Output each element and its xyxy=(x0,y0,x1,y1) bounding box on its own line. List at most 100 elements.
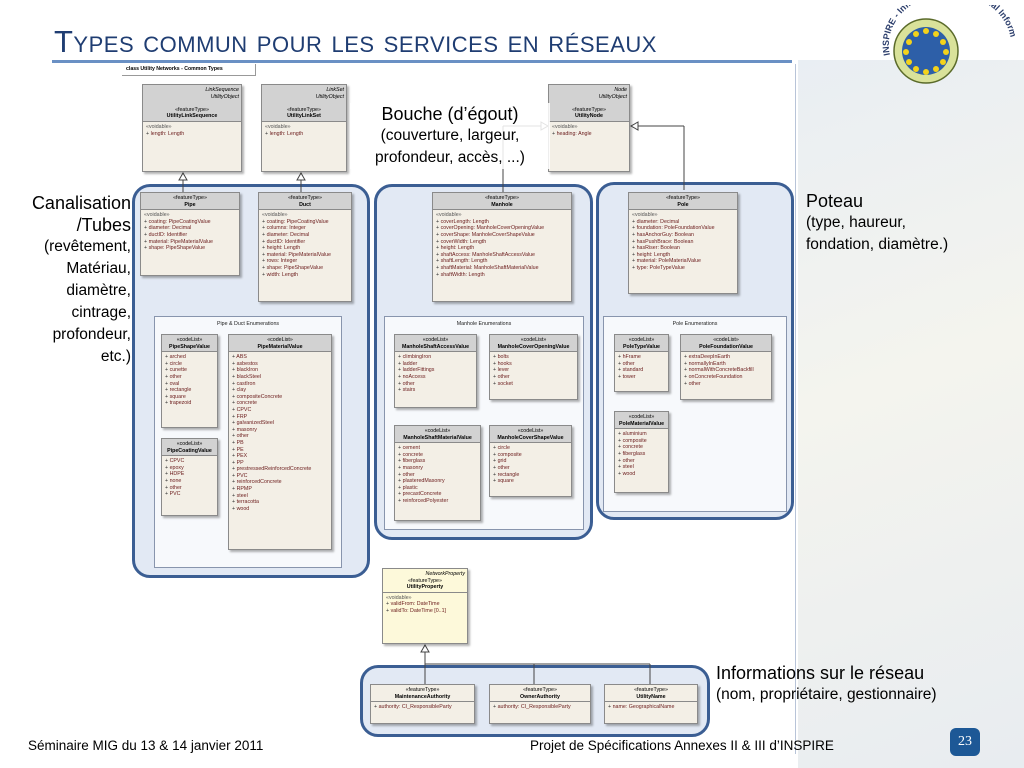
diagram-frame-tag: class Utility Networks - Common Types xyxy=(122,64,256,76)
manhole-enum-title: Manhole Enumerations xyxy=(456,321,512,327)
codelist-manhole-cover-shape[interactable]: «codeList»ManholeCoverShapeValue circlec… xyxy=(489,425,572,497)
label-line: etc.) xyxy=(100,348,131,365)
literal: CPVC xyxy=(165,458,215,465)
literal: other xyxy=(684,381,769,388)
literal: extraDeepInEarth xyxy=(684,354,769,361)
stereotype: «featureType» xyxy=(173,195,207,201)
class-duct[interactable]: «featureType»Duct «voidable» coating: Pi… xyxy=(258,192,352,302)
literal: masonry xyxy=(398,465,478,472)
attribute: hasPushBrace: Boolean xyxy=(632,239,735,246)
codelist-pipe-material[interactable]: «codeList»PipeMaterialValue ABSasbestosb… xyxy=(228,334,332,550)
label-informations: Informations sur le réseau (nom, proprié… xyxy=(716,662,1016,706)
class-name: PoleMaterialValue xyxy=(618,420,665,427)
label-line: profondeur, xyxy=(52,326,131,343)
attribute: ductID: Identifier xyxy=(144,232,237,239)
stereotype: «featureType» xyxy=(523,687,557,693)
class-name: PoleFoundationValue xyxy=(699,343,753,350)
stereotype: «featureType» xyxy=(408,577,442,584)
section-label: «voidable» xyxy=(386,594,412,601)
literal: none xyxy=(165,478,215,485)
label-line: fondation, diamètre.) xyxy=(806,236,949,253)
literal: stairs xyxy=(398,387,474,394)
codelist-pole-material[interactable]: «codeList»PoleMaterialValue aluminiumcom… xyxy=(614,411,669,493)
attribute: length: Length xyxy=(265,131,344,138)
class-name: Manhole xyxy=(491,201,513,208)
label-line: (couverture, largeur, xyxy=(380,127,520,144)
label-line: cintrage, xyxy=(71,304,131,321)
attribute: height: Length xyxy=(436,245,569,252)
class-pipe[interactable]: «featureType»Pipe «voidable» coating: Pi… xyxy=(140,192,240,276)
literal: noAccess xyxy=(398,374,474,381)
class-owner-authority[interactable]: «featureType»OwnerAuthority authority: C… xyxy=(489,684,591,724)
literal: other xyxy=(398,381,474,388)
section-label: «voidable» xyxy=(144,212,170,219)
parent-class: LinkSet xyxy=(326,87,344,93)
literal: lever xyxy=(493,367,575,374)
attribute: validFrom: DateTime xyxy=(386,601,465,608)
literal: PEX xyxy=(232,453,329,460)
codelist-pole-foundation[interactable]: «codeList»PoleFoundationValue extraDeepI… xyxy=(680,334,772,400)
attribute: coating: PipeCoatingValue xyxy=(262,219,349,226)
literal: PVC xyxy=(165,491,215,498)
attribute: height: Length xyxy=(632,252,735,259)
class-maintenance-authority[interactable]: «featureType»MaintenanceAuthority author… xyxy=(370,684,475,724)
codelist-manhole-cover-opening[interactable]: «codeList»ManholeCoverOpeningValue bolts… xyxy=(489,334,578,400)
attribute: shaftAccess: ManholeShaftAccessValue xyxy=(436,252,569,259)
attribute: name: GeographicalName xyxy=(608,704,695,711)
literal: PB xyxy=(232,440,329,447)
class-utility-name[interactable]: «featureType»UtilityName name: Geographi… xyxy=(604,684,698,724)
codelist-manhole-shaft-access[interactable]: «codeList»ManholeShaftAccessValue climbi… xyxy=(394,334,477,408)
label-line: Matériau, xyxy=(66,260,131,277)
literal: other xyxy=(398,472,478,479)
class-name: OwnerAuthority xyxy=(519,693,561,700)
literal: blackIron xyxy=(232,367,329,374)
literal: rectangle xyxy=(165,387,215,394)
attribute: rows: Integer xyxy=(262,258,349,265)
parent-class: Node xyxy=(614,87,627,93)
class-pole[interactable]: «featureType»Pole «voidable» diameter: D… xyxy=(628,192,738,294)
class-utility-property[interactable]: NetworkProperty«featureType»UtilityPrope… xyxy=(382,568,468,644)
literal: RPMP xyxy=(232,486,329,493)
class-name: PipeShapeValue xyxy=(169,343,210,350)
label-line: Canalisation xyxy=(31,193,131,213)
literal: concrete xyxy=(232,400,329,407)
parent-class-2: UtilityObject xyxy=(315,93,344,100)
codelist-pipe-coating[interactable]: «codeList»PipeCoatingValue CPVCepoxyHDPE… xyxy=(161,438,218,516)
codelist-manhole-shaft-material[interactable]: «codeList»ManholeShaftMaterialValue ceme… xyxy=(394,425,481,521)
class-name: ManholeCoverOpeningValue xyxy=(497,343,570,350)
attribute: type: PoleTypeValue xyxy=(632,265,735,272)
attribute: material: PoleMaterialValue xyxy=(632,258,735,265)
codelist-pipe-shape[interactable]: «codeList»PipeShapeValue archedcirclecun… xyxy=(161,334,218,428)
attribute: diameter: Decimal xyxy=(144,225,237,232)
codelist-pole-type[interactable]: «codeList»PoleTypeValue hFrameotherstand… xyxy=(614,334,669,392)
footer-right: Projet de Spécifications Annexes II & II… xyxy=(530,738,834,753)
stereotype: «codeList» xyxy=(176,441,203,447)
literal: bolts xyxy=(493,354,575,361)
literal: trapezoid xyxy=(165,400,215,407)
class-name: ManholeCoverShapeValue xyxy=(497,434,564,441)
stereotype: «codeList» xyxy=(713,337,739,343)
class-name: PipeMaterialValue xyxy=(257,343,303,350)
literal: socket xyxy=(493,381,575,388)
stereotype: «codeList» xyxy=(422,337,449,343)
stereotype: «featureType» xyxy=(175,106,209,113)
literal: FRP xyxy=(232,414,329,421)
stereotype: «featureType» xyxy=(666,195,700,201)
literal: clay xyxy=(232,387,329,394)
attribute: shaftMaterial: ManholeShaftMaterialValue xyxy=(436,265,569,272)
literal: cunette xyxy=(165,367,215,374)
stereotype: «featureType» xyxy=(572,106,606,113)
literal: circle xyxy=(493,445,569,452)
literal: other xyxy=(618,361,666,368)
stereotype: «codeList» xyxy=(424,428,451,434)
literal: asbestos xyxy=(232,361,329,368)
attribute: foundation: PoleFoundationValue xyxy=(632,225,735,232)
class-manhole[interactable]: «featureType»Manhole «voidable» coverLen… xyxy=(432,192,572,302)
literal: HDPE xyxy=(165,471,215,478)
stereotype: «featureType» xyxy=(485,195,519,201)
section-label: «voidable» xyxy=(265,123,291,130)
attribute: shape: PipeShapeValue xyxy=(144,245,237,252)
